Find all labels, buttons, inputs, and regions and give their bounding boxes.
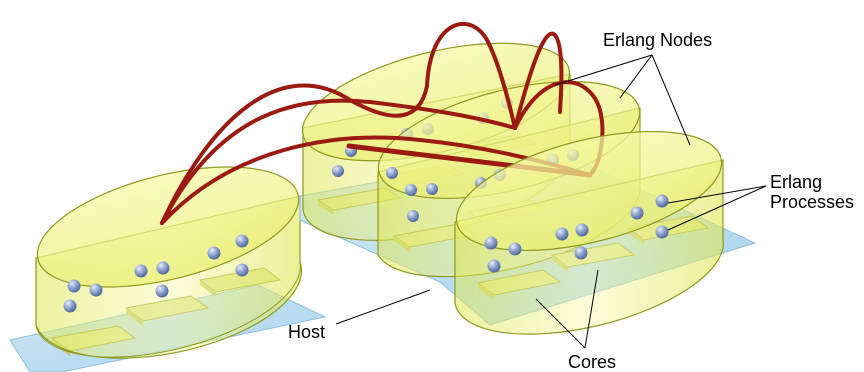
process-sphere	[67, 279, 81, 293]
callout-erlang-nodes	[554, 54, 653, 86]
node-cylinder-bottom-rim	[35, 261, 301, 358]
process-sphere	[575, 223, 589, 237]
node-cylinder-top	[36, 166, 300, 288]
left-host	[9, 166, 327, 372]
process-sphere	[630, 206, 644, 220]
process-sphere	[63, 299, 77, 313]
process-sphere	[405, 184, 417, 196]
connection-arc	[160, 98, 517, 225]
label-cores: Cores	[568, 352, 617, 372]
process-sphere	[235, 263, 249, 277]
process-sphere	[487, 259, 501, 273]
label-host: Host	[288, 322, 326, 342]
callout-erlang-nodes	[619, 54, 653, 99]
process-sphere	[155, 284, 169, 298]
process-sphere	[134, 264, 148, 278]
callout-cores	[584, 269, 599, 349]
callout-host	[335, 289, 431, 325]
label-erlang-nodes: Erlang Nodes	[603, 30, 713, 50]
process-sphere	[426, 183, 438, 195]
process-sphere	[207, 246, 221, 260]
erlang-node-3	[454, 130, 724, 335]
process-sphere	[156, 261, 170, 275]
connection-arc	[160, 83, 429, 225]
connection-arc	[425, 21, 517, 130]
process-sphere	[484, 236, 498, 250]
process-sphere	[386, 167, 398, 179]
process-sphere	[655, 194, 669, 208]
callout-erlang-processes	[667, 185, 767, 231]
label-erlang-processes: Erlang Processes	[770, 172, 854, 212]
process-sphere	[574, 246, 588, 260]
process-sphere	[89, 283, 103, 297]
callout-erlang-nodes	[651, 54, 691, 146]
left-node-processes	[63, 234, 249, 313]
process-sphere	[508, 242, 522, 256]
callout-lines	[335, 54, 767, 349]
label-erlang-processes-line2: Processes	[770, 192, 855, 212]
node-3-processes	[484, 194, 669, 273]
process-sphere	[235, 234, 249, 248]
process-sphere	[555, 227, 569, 241]
process-sphere	[655, 225, 669, 239]
process-sphere	[332, 165, 344, 177]
connection-arc	[513, 31, 564, 130]
callout-cores	[535, 298, 586, 349]
node-cylinder-top	[455, 130, 723, 252]
callout-erlang-processes	[667, 185, 767, 204]
label-erlang-processes-line1: Erlang	[770, 172, 823, 192]
process-sphere	[407, 210, 419, 222]
left-erlang-node	[35, 166, 303, 359]
